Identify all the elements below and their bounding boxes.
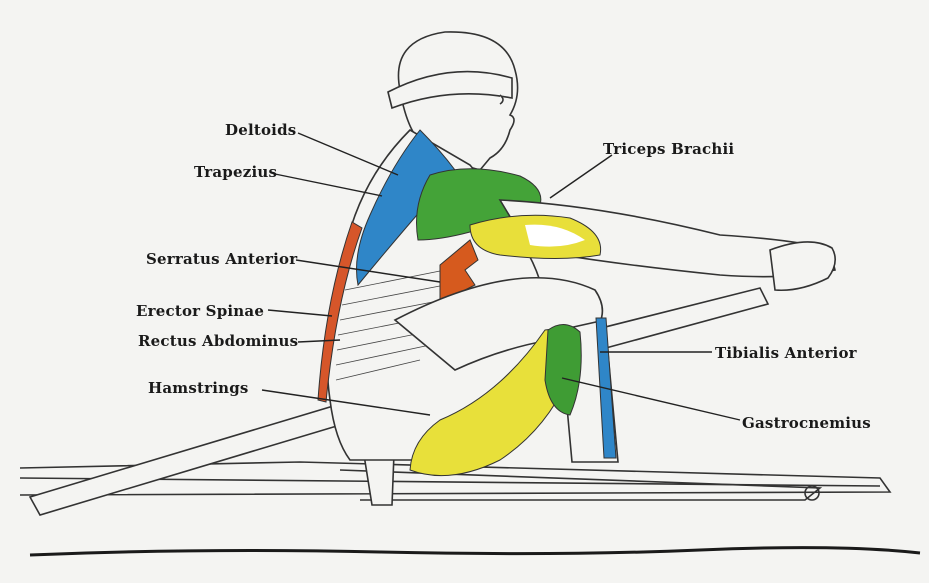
label-triceps-brachii: Triceps Brachii	[603, 140, 734, 158]
label-serratus-anterior: Serratus Anterior	[146, 250, 297, 268]
water-line	[30, 548, 920, 555]
label-deltoids: Deltoids	[225, 121, 296, 139]
label-trapezius: Trapezius	[194, 163, 277, 181]
label-hamstrings: Hamstrings	[148, 379, 249, 397]
label-tibialis-anterior: Tibialis Anterior	[715, 344, 857, 362]
hand	[770, 242, 835, 290]
label-gastrocnemius: Gastrocnemius	[742, 414, 871, 432]
label-rectus-abdominus: Rectus Abdominus	[138, 332, 298, 350]
label-erector-spinae: Erector Spinae	[136, 302, 264, 320]
